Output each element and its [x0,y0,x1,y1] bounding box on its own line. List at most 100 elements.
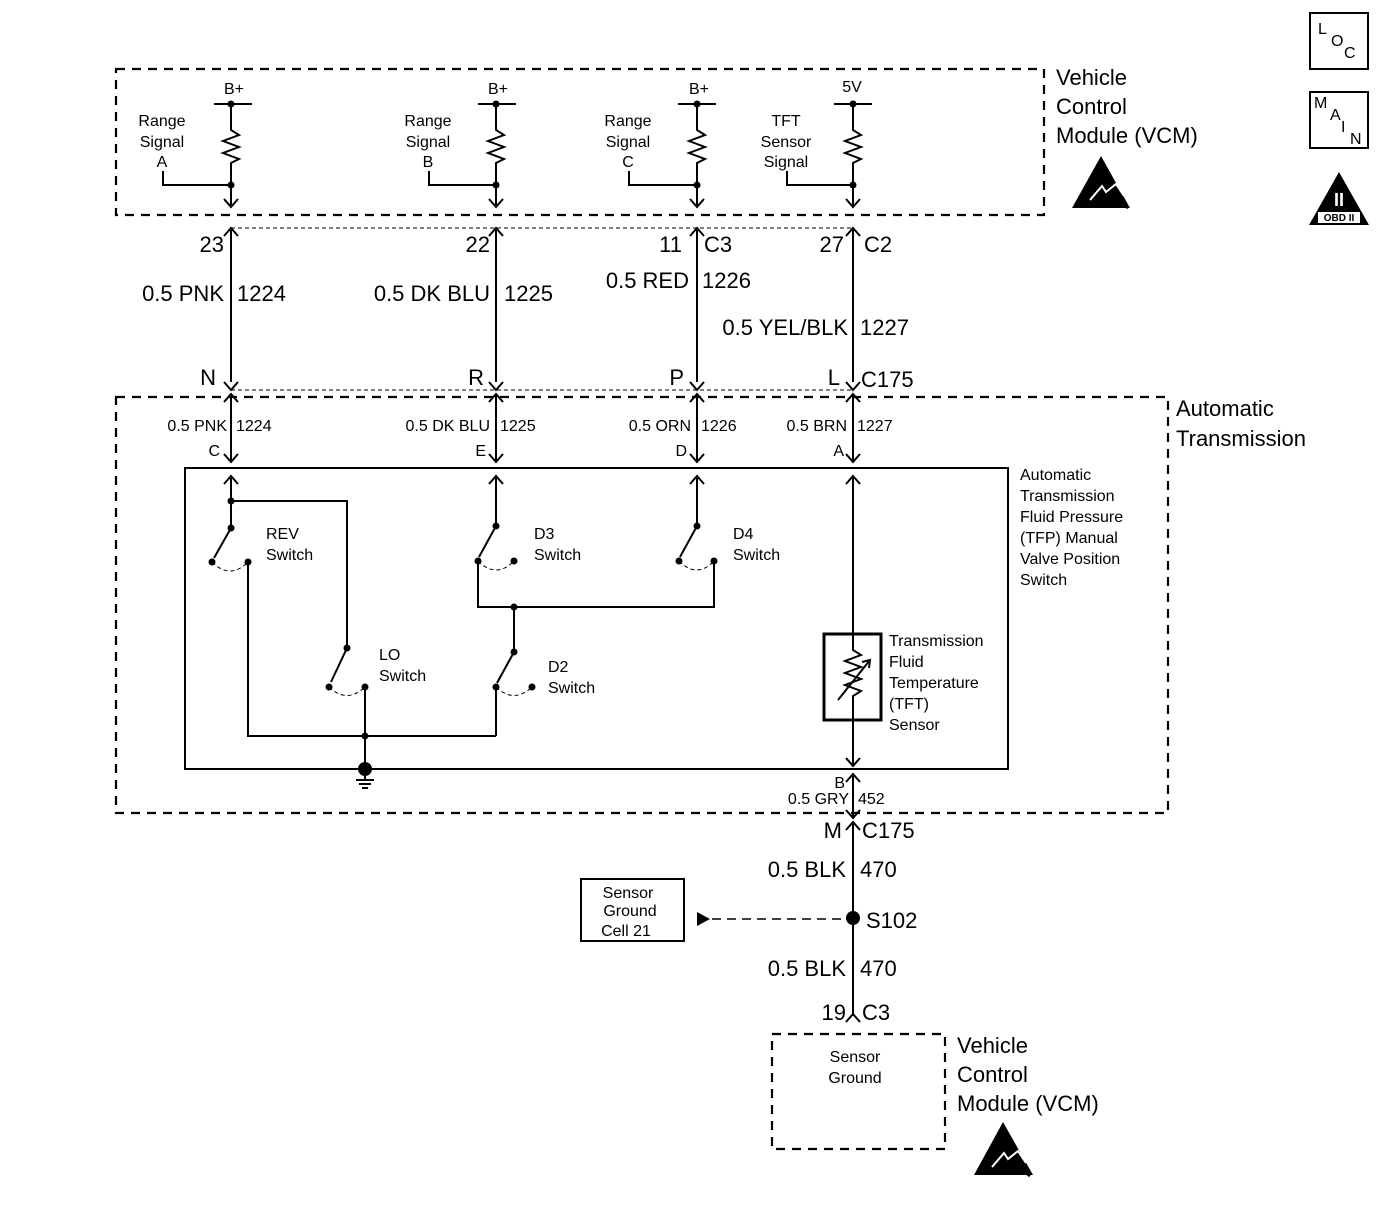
svg-text:Signal: Signal [406,134,450,151]
vcm-bottom-inner: Sensor Ground [828,1049,881,1087]
svg-text:Signal: Signal [764,154,808,171]
svg-text:1225: 1225 [500,418,536,435]
svg-text:1224: 1224 [237,281,286,306]
svg-text:Switch: Switch [266,547,313,564]
tft-sensor: Transmission Fluid Temperature (TFT) Sen… [822,478,984,768]
transmission-title: Automatic Transmission [1176,396,1306,451]
svg-text:M: M [824,818,842,843]
svg-text:Sensor: Sensor [830,1049,881,1066]
splice-s102 [846,911,860,925]
svg-text:B+: B+ [488,81,508,98]
svg-text:(TFT): (TFT) [889,696,929,713]
svg-text:N: N [200,365,216,390]
svg-text:C3: C3 [862,1000,890,1025]
rev-switch: REV Switch [208,478,496,737]
lo-switch: LO Switch [325,644,426,770]
c175-connector: N R P L C175 [200,365,914,403]
vcm-input-range-c: B+ Range Signal C [604,81,716,209]
svg-text:Automatic: Automatic [1176,396,1274,421]
svg-text:Switch: Switch [548,680,595,697]
svg-text:0.5 DK BLU: 0.5 DK BLU [406,418,490,435]
svg-text:C: C [208,443,220,460]
harness-wire-1224: 23 0.5 PNK 1224 [142,226,286,382]
svg-text:Module (VCM): Module (VCM) [1056,123,1198,148]
trans-wire-1225: 0.5 DK BLU 1225 E [406,394,536,464]
svg-text:0.5 RED: 0.5 RED [606,268,689,293]
esd-warning-icon [974,1122,1033,1178]
d2-switch: D2 Switch [492,607,595,736]
svg-text:1227: 1227 [860,315,909,340]
sensor-ground-reference[interactable]: Sensor Ground Cell 21 [580,878,846,942]
svg-text:0.5 GRY: 0.5 GRY [788,791,849,808]
svg-text:5V: 5V [842,79,862,96]
harness-wire-1226: 11 C3 0.5 RED 1226 [606,226,751,382]
transmission-box [114,395,1170,815]
svg-text:19: 19 [822,1000,846,1025]
svg-text:L: L [828,365,840,390]
svg-text:Range: Range [404,113,451,130]
svg-text:I: I [1341,119,1345,136]
svg-text:(TFP) Manual: (TFP) Manual [1020,530,1118,547]
esd-warning-icon [1072,156,1130,210]
ground-path: M C175 0.5 BLK 470 S102 0.5 BLK 470 19 C… [768,818,918,1025]
svg-text:D2: D2 [548,659,569,676]
svg-text:Cell 21: Cell 21 [601,923,651,940]
vcm-top-title: Vehicle Control Module (VCM) [1056,65,1198,148]
main-icon[interactable]: M A I N [1309,91,1369,149]
svg-text:M: M [1314,95,1327,112]
svg-text:23: 23 [200,232,224,257]
svg-text:S102: S102 [866,908,917,933]
svg-text:1227: 1227 [857,418,893,435]
svg-text:1226: 1226 [701,418,737,435]
svg-text:0.5 BLK: 0.5 BLK [768,956,847,981]
svg-text:Fluid Pressure: Fluid Pressure [1020,509,1123,526]
svg-text:1224: 1224 [236,418,272,435]
svg-text:Automatic: Automatic [1020,467,1091,484]
svg-text:Fluid: Fluid [889,654,924,671]
svg-text:B+: B+ [224,81,244,98]
svg-text:Vehicle: Vehicle [957,1033,1028,1058]
svg-text:R: R [468,365,484,390]
obd-ii-icon[interactable]: OBD II II [1309,172,1369,225]
svg-text:REV: REV [266,526,299,543]
svg-text:Sensor: Sensor [603,885,654,902]
svg-text:22: 22 [466,232,490,257]
loc-icon[interactable]: L O C [1309,12,1369,70]
svg-text:A: A [833,443,844,460]
svg-text:C: C [1344,45,1356,62]
svg-text:0.5 PNK: 0.5 PNK [142,281,224,306]
svg-text:OBD II: OBD II [1324,213,1355,224]
svg-text:B: B [423,154,434,171]
svg-text:Switch: Switch [1020,572,1067,589]
tft-ground-wire: B 0.5 GRY 452 [788,772,885,820]
svg-text:N: N [1350,131,1362,148]
svg-text:Module (VCM): Module (VCM) [957,1091,1099,1116]
harness-wire-1225: 22 0.5 DK BLU 1225 [374,226,553,382]
svg-text:Sensor: Sensor [889,717,940,734]
svg-text:C175: C175 [862,818,915,843]
svg-text:B+: B+ [689,81,709,98]
svg-text:0.5 BLK: 0.5 BLK [768,857,847,882]
d3-switch: D3 Switch [474,478,581,571]
svg-text:B: B [834,775,845,792]
svg-text:0.5 YEL/BLK: 0.5 YEL/BLK [722,315,848,340]
svg-text:Vehicle: Vehicle [1056,65,1127,90]
svg-text:452: 452 [858,791,885,808]
svg-text:E: E [475,443,486,460]
svg-text:II: II [1334,190,1344,210]
vcm-input-range-a: B+ Range Signal A [138,81,252,209]
svg-text:1225: 1225 [504,281,553,306]
svg-text:1226: 1226 [702,268,751,293]
svg-text:A: A [1330,107,1341,124]
d4-switch: D4 Switch [675,478,780,571]
svg-text:Ground: Ground [603,903,656,920]
svg-text:Switch: Switch [379,668,426,685]
svg-text:Signal: Signal [606,134,650,151]
svg-text:Range: Range [138,113,185,130]
svg-text:P: P [669,365,684,390]
svg-text:0.5 PNK: 0.5 PNK [167,418,227,435]
svg-text:Switch: Switch [534,547,581,564]
svg-text:D4: D4 [733,526,754,543]
tfp-switch-label: Automatic Transmission Fluid Pressure (T… [1020,467,1123,589]
